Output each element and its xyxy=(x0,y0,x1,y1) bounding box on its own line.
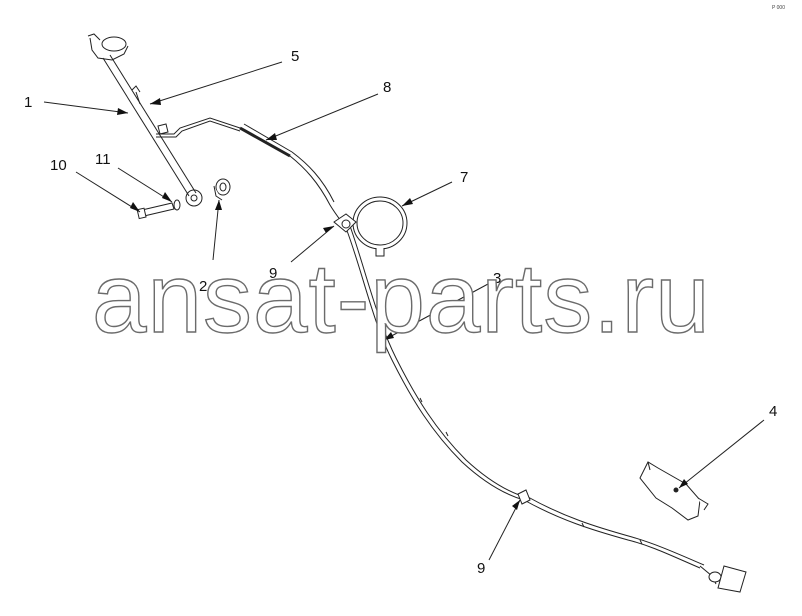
leader-9b xyxy=(488,499,521,561)
callout-9-lower: 9 xyxy=(477,560,485,577)
callout-9-upper: 9 xyxy=(269,265,277,282)
callout-10: 10 xyxy=(50,157,67,174)
upper-clamp xyxy=(333,213,357,233)
leader-5 xyxy=(149,61,283,105)
cable-handle xyxy=(699,565,747,593)
callout-4: 4 xyxy=(769,403,777,420)
cable-assembly xyxy=(156,117,705,569)
leader-1 xyxy=(43,101,129,114)
watermark: ansat-parts.ru xyxy=(92,243,711,353)
end-bracket xyxy=(639,461,709,521)
ring-bearing xyxy=(352,196,408,257)
callout-11: 11 xyxy=(95,151,111,168)
washer xyxy=(173,199,181,211)
leader-4 xyxy=(678,419,765,489)
bolt xyxy=(136,202,175,220)
callout-3: 3 xyxy=(493,270,501,287)
leader-arrowheads xyxy=(117,98,688,510)
callout-5: 5 xyxy=(291,48,299,65)
callout-8: 8 xyxy=(383,79,391,96)
lower-clamp xyxy=(517,489,531,505)
callout-1: 1 xyxy=(24,94,32,111)
callout-7: 7 xyxy=(460,169,468,186)
nut xyxy=(213,178,231,201)
cable-bracket xyxy=(131,85,141,105)
leader-10 xyxy=(75,171,141,213)
leader-8 xyxy=(265,93,379,141)
leader-3 xyxy=(383,283,489,341)
callout-2: 2 xyxy=(199,278,207,295)
corner-mark: P 000 xyxy=(772,5,785,11)
pedal-lever xyxy=(87,33,203,207)
